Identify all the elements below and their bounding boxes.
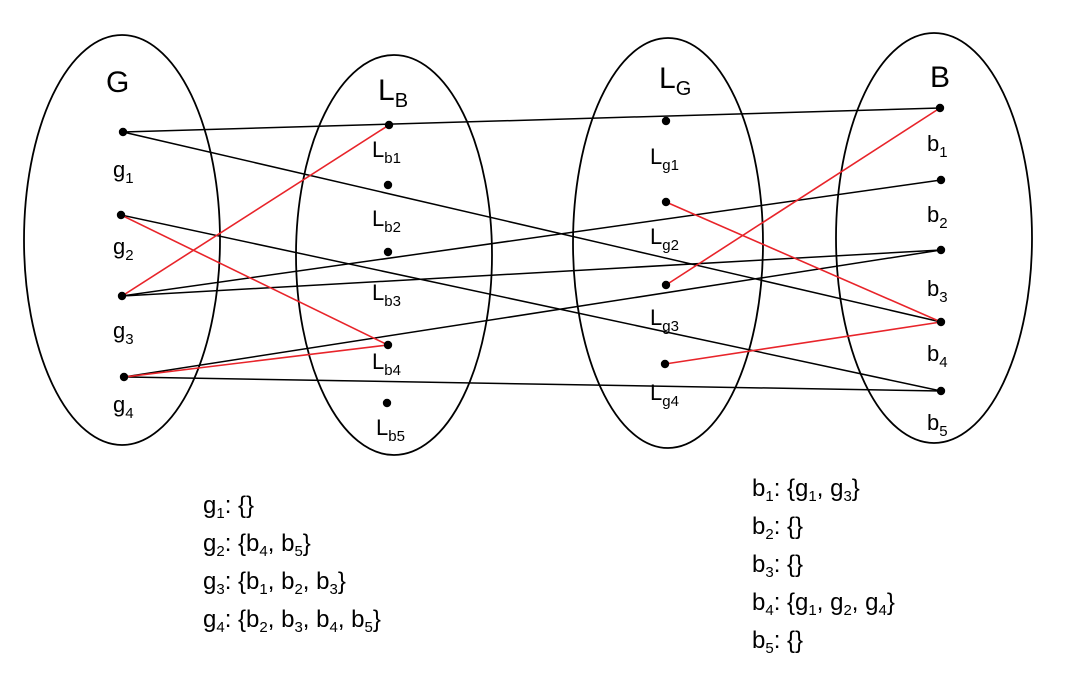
set-title-b: B (930, 61, 950, 94)
node-label-lb3: Lb3 (372, 280, 401, 310)
node-label-g3: g3 (113, 318, 134, 348)
node-dot-lb1 (384, 120, 394, 130)
node-label-lb2: Lb2 (372, 206, 401, 236)
b-adjacency-lists: b1: {g1, g3} b2: {} b3: {} b4: {g1, g2, g4}… (752, 474, 895, 664)
node-dot-lg1 (661, 116, 671, 126)
node-dot-g4 (119, 372, 129, 382)
node-label-g2: g2 (113, 234, 134, 264)
edge-g4-lb4 (123, 344, 389, 378)
edge-g4-b5 (123, 376, 942, 392)
edge-g3-lb1 (121, 124, 390, 297)
set-ellipse-b (835, 32, 1033, 444)
node-label-g4: g4 (113, 392, 134, 422)
g-adjacency-lists: g1: {} g2: {b4, b5} g3: {b1, b2, b3} g4: {b… (203, 491, 381, 643)
b-list-row: b5: {} (752, 627, 804, 657)
node-dot-lg3 (661, 280, 671, 290)
node-label-b2: b2 (927, 202, 948, 232)
node-label-b5: b5 (927, 410, 948, 440)
edge-lg3-b1 (665, 107, 941, 286)
node-dot-lb3 (383, 247, 393, 257)
node-dot-lb4 (383, 340, 393, 350)
set-ellipse-lg (572, 37, 764, 449)
node-label-lg1: Lg1 (650, 144, 679, 174)
edge-g3-b3 (121, 249, 942, 297)
node-label-lb1: Lb1 (372, 137, 401, 167)
edge-g1-b4 (122, 131, 942, 323)
set-title-g: G (106, 66, 129, 99)
set-title-lb: LB (378, 74, 408, 112)
set-ellipse-g (23, 34, 221, 446)
g-list-row: g2: {b4, b5} (203, 530, 311, 560)
edge-g2-b5 (120, 214, 942, 392)
node-dot-g2 (116, 210, 126, 220)
node-dot-b2 (936, 175, 946, 185)
node-dot-lg2 (661, 197, 671, 207)
node-label-b4: b4 (927, 341, 948, 371)
set-title-lg: LG (659, 62, 691, 100)
edge-g4-b3 (123, 249, 942, 378)
node-dot-lg4 (660, 359, 670, 369)
node-label-b1: b1 (927, 131, 948, 161)
edge-lg2-b4 (665, 201, 942, 323)
node-dot-b5 (936, 386, 946, 396)
node-label-lb5: Lb5 (376, 415, 405, 445)
b-list-row: b3: {} (752, 551, 804, 581)
node-label-lb4: Lb4 (372, 349, 401, 379)
node-label-b3: b3 (927, 276, 948, 306)
b-list-row: b4: {g1, g2, g4} (752, 589, 895, 619)
edge-lg4-b4 (664, 321, 942, 365)
g-list-row: g4: {b2, b3, b4, b5} (203, 606, 381, 636)
node-label-lg3: Lg3 (650, 305, 679, 335)
node-dot-g1 (118, 127, 128, 137)
b-list-row: b2: {} (752, 513, 804, 543)
node-dot-g3 (117, 291, 127, 301)
node-dot-b1 (935, 103, 945, 113)
edge-g2-lb4 (120, 214, 389, 346)
g-list-row: g1: {} (203, 492, 255, 522)
node-label-lg4: Lg4 (650, 380, 679, 410)
edge-g1-b1 (122, 107, 941, 133)
node-dot-b3 (936, 245, 946, 255)
g-list-row: g3: {b1, b2, b3} (203, 568, 346, 598)
node-dot-lb5 (382, 398, 392, 408)
node-dot-lb2 (383, 180, 393, 190)
b-list-row: b1: {g1, g3} (752, 475, 860, 505)
node-dot-b4 (936, 317, 946, 327)
node-label-lg2: Lg2 (650, 224, 679, 254)
edge-g3-b2 (121, 179, 942, 297)
node-label-g1: g1 (113, 157, 134, 187)
set-ellipse-lb (295, 54, 493, 456)
